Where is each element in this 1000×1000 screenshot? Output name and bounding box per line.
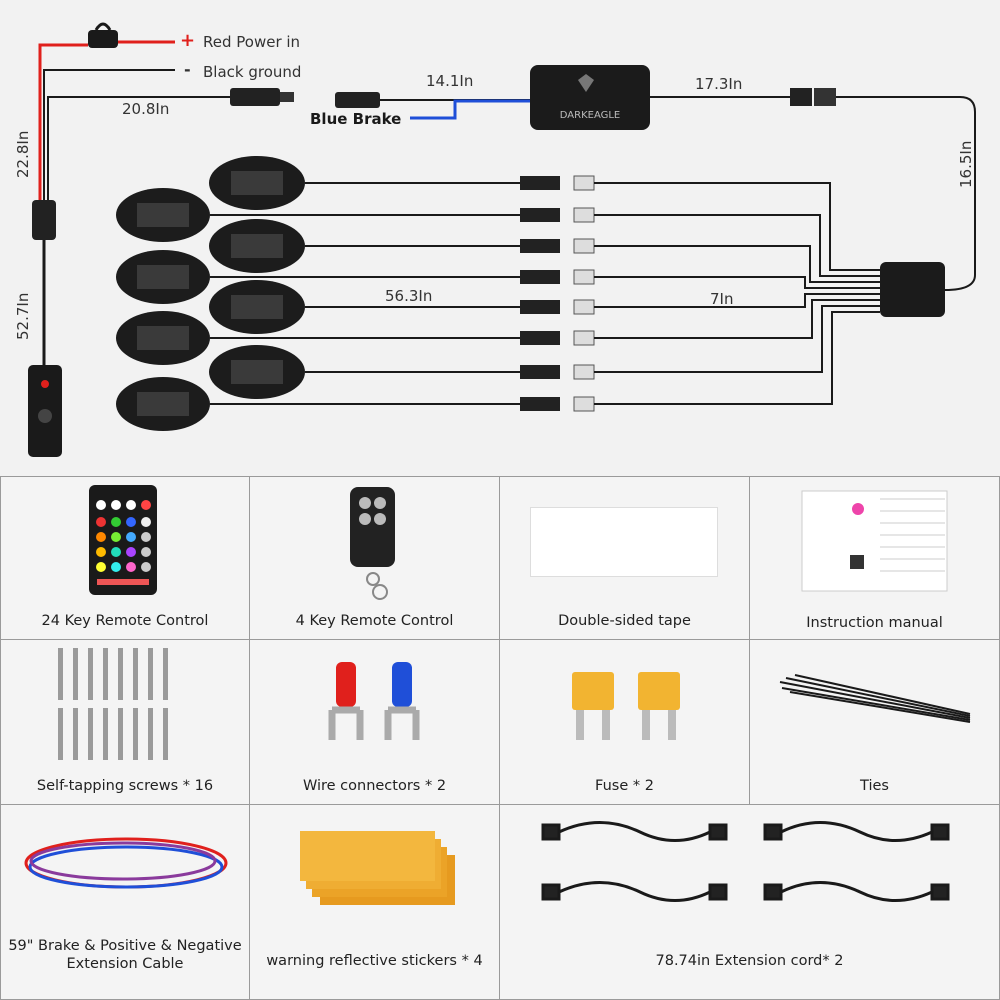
pod-3 — [116, 311, 210, 365]
pod-7 — [209, 280, 305, 334]
caption-extension-cable-line1: 59" Brake & Positive & Negative — [8, 938, 242, 954]
length-16-5: 16.5In — [957, 140, 975, 188]
black-ground-label: Black ground — [203, 63, 302, 81]
caption-extension-cord: 78.74in Extension cord* 2 — [655, 953, 844, 969]
minus-sign: - — [184, 60, 191, 79]
item-double-sided-tape: Double-sided tape — [499, 476, 750, 640]
tape-icon — [530, 507, 718, 577]
pod-8 — [209, 345, 305, 399]
length-56-3: 56.3In — [385, 287, 433, 305]
inline-connector — [32, 200, 56, 240]
brake-connector — [335, 92, 380, 108]
item-instruction-manual: Instruction manual — [749, 476, 1000, 640]
pod-1 — [116, 188, 210, 242]
wiring-svg: DARKEAGLE — [28, 22, 976, 457]
black-ground-wire — [43, 69, 175, 200]
plus-sign: + — [180, 30, 196, 51]
caption-fuse: Fuse * 2 — [595, 778, 654, 794]
caption-manual: Instruction manual — [806, 615, 943, 631]
item-reflective-stickers: warning reflective stickers * 4 — [249, 804, 500, 1000]
item-4-key-remote: 4 Key Remote Control — [249, 476, 500, 640]
pod-6 — [209, 219, 305, 273]
blue-brake-wire — [410, 99, 530, 120]
caption-extension-cable-line2: Extension Cable — [66, 956, 184, 972]
pods-group — [116, 156, 880, 431]
caption-ties: Ties — [860, 778, 889, 794]
pod-wire-1 — [305, 175, 880, 271]
fuse-holder — [88, 30, 118, 48]
item-ties: Ties — [749, 639, 1000, 805]
fuse-icon — [572, 672, 680, 740]
pod-wire-7 — [305, 305, 880, 380]
remote-24-key-icon — [89, 485, 157, 595]
connector-male — [790, 88, 812, 106]
length-22-8: 22.8In — [14, 130, 32, 178]
pod-2 — [116, 250, 210, 304]
blue-brake-label: Blue Brake — [310, 110, 402, 128]
length-14-1: 14.1In — [426, 72, 474, 90]
caption-24-key-remote: 24 Key Remote Control — [41, 613, 209, 629]
caption-4-key-remote: 4 Key Remote Control — [295, 613, 454, 629]
brand-text: DARKEAGLE — [560, 110, 621, 121]
item-extension-cord: 78.74in Extension cord* 2 — [499, 804, 1000, 1000]
reflective-stickers-icon — [300, 831, 455, 905]
extension-cord-icon — [541, 821, 950, 902]
item-fuse: Fuse * 2 — [499, 639, 750, 805]
remote-4-key-icon — [350, 487, 395, 600]
length-7: 7In — [710, 290, 734, 308]
caption-tape: Double-sided tape — [558, 613, 691, 629]
manual-icon — [801, 490, 948, 592]
dc-wire — [47, 96, 230, 200]
pod-5 — [209, 156, 305, 210]
dc-plug — [230, 88, 280, 106]
control-box — [530, 65, 650, 130]
length-17-3: 17.3In — [695, 75, 743, 93]
wire-connectors-icon — [328, 662, 420, 740]
wiring-diagram: DARKEAGLE — [0, 0, 1000, 475]
screws-icon — [58, 648, 168, 760]
pod-wire-8 — [210, 311, 880, 412]
pod-wire-2 — [210, 207, 880, 277]
pod-wire-4 — [210, 269, 880, 289]
pod-wire-6 — [210, 299, 880, 346]
caption-reflective-stickers: warning reflective stickers * 4 — [266, 953, 483, 969]
caption-wire-connectors: Wire connectors * 2 — [302, 778, 447, 794]
pod-4 — [116, 377, 210, 431]
extension-cable-icon — [24, 837, 228, 889]
caption-screws: Self-tapping screws * 16 — [36, 778, 214, 794]
splitter-hub — [880, 262, 945, 317]
red-power-label: Red Power in — [203, 33, 301, 51]
pod-wire-5 — [305, 293, 880, 315]
length-52-7: 52.7In — [14, 292, 32, 340]
caption-extension-cable: 59" Brake & Positive & Negative Extensio… — [1, 937, 249, 973]
parts-grid: 24 Key Remote Control 4 Key Remote Contr… — [0, 476, 1000, 1000]
item-wire-connectors: Wire connectors * 2 — [249, 639, 500, 805]
pod-wire-3 — [305, 238, 880, 283]
item-extension-cable: 59" Brake & Positive & Negative Extensio… — [0, 804, 250, 1000]
red-wire — [38, 43, 88, 200]
item-screws: Self-tapping screws * 16 — [0, 639, 250, 805]
connector-female — [814, 88, 836, 106]
ties-icon — [779, 674, 971, 723]
item-24-key-remote: 24 Key Remote Control — [0, 476, 250, 640]
length-20-8: 20.8In — [122, 100, 170, 118]
